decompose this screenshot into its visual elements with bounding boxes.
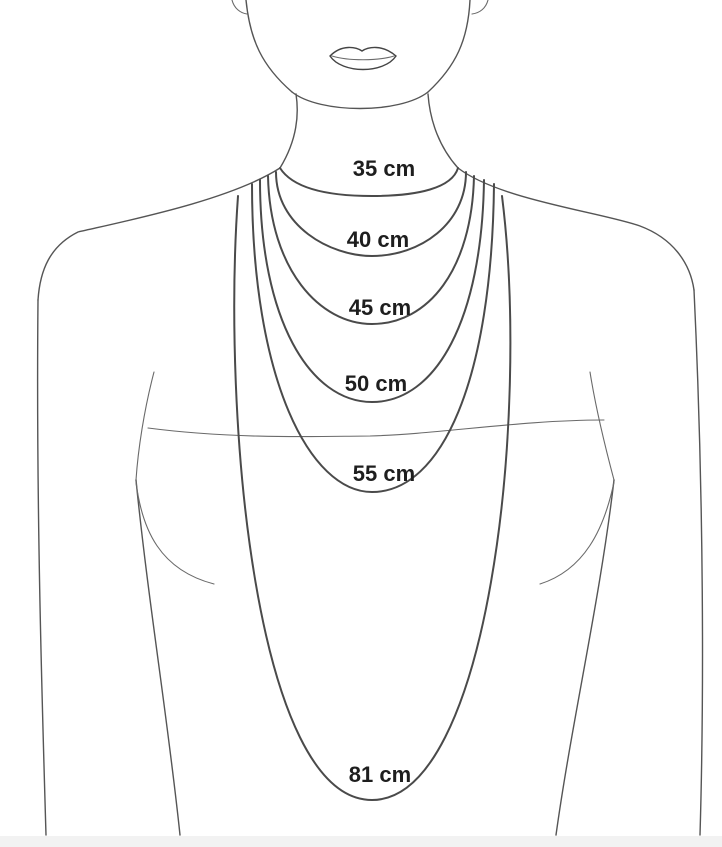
- length-label-40cm: 40 cm: [347, 227, 409, 252]
- jaw-right: [427, 0, 471, 93]
- ear-right: [471, 0, 489, 15]
- length-label-50cm: 50 cm: [345, 371, 407, 396]
- arm-right-outer: [693, 289, 704, 836]
- bust-line: [147, 419, 605, 438]
- lips: [329, 46, 397, 71]
- chain-35cm: [279, 167, 459, 198]
- length-labels: 35 cm 40 cm 45 cm 50 cm 55 cm 81 cm: [345, 156, 415, 787]
- side-left: [135, 479, 181, 836]
- shoulder-right: [457, 167, 695, 291]
- length-label-35cm: 35 cm: [353, 156, 415, 181]
- chain-45cm: [267, 175, 475, 326]
- neck-left: [279, 93, 298, 169]
- armpit-left: [135, 371, 155, 481]
- chain-50cm: [259, 179, 485, 404]
- torso-outline: [36, 93, 704, 836]
- bust-right: [539, 481, 615, 585]
- chin: [291, 91, 429, 110]
- arm-left-outer: [36, 299, 47, 836]
- bottom-strip: [0, 836, 722, 847]
- length-label-81cm: 81 cm: [349, 762, 411, 787]
- chain-55cm: [251, 183, 495, 494]
- necklace-chains: [233, 167, 512, 802]
- bust-left: [135, 481, 215, 585]
- chain-81cm: [233, 195, 512, 802]
- head-figure: [231, 0, 489, 110]
- ear-left: [231, 0, 248, 15]
- lip-line: [331, 55, 395, 61]
- side-right: [555, 479, 615, 836]
- length-label-45cm: 45 cm: [349, 295, 411, 320]
- shoulder-left: [37, 167, 281, 301]
- jaw-left: [245, 0, 293, 93]
- neck-right: [427, 93, 459, 169]
- armpit-right: [589, 371, 615, 481]
- length-label-55cm: 55 cm: [353, 461, 415, 486]
- chain-40cm: [275, 171, 467, 258]
